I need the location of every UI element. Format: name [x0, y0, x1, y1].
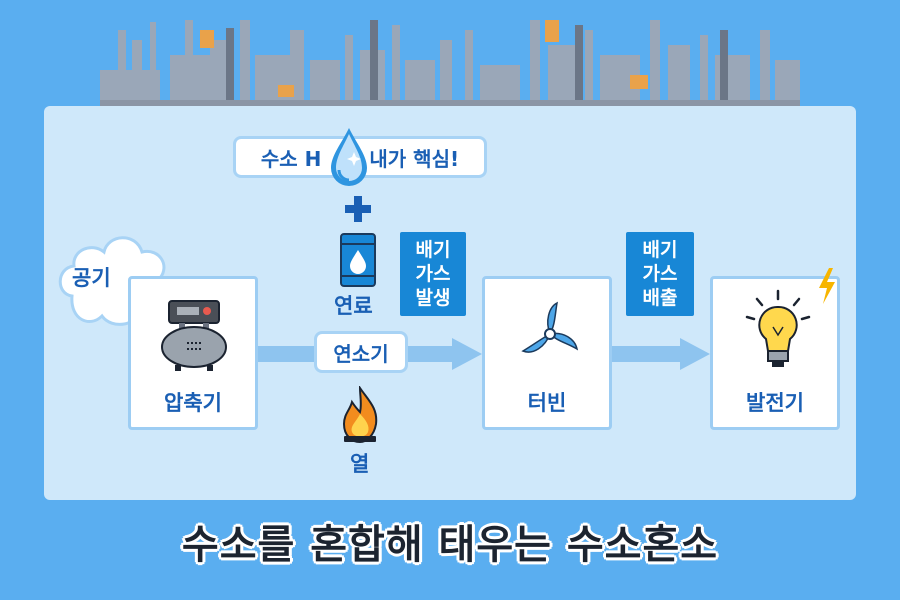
hydrogen-badge-right: 내가 핵심!: [369, 146, 460, 171]
light-bulb-icon: [745, 289, 811, 367]
exhaust-discharge-tag: 배기 가스 배출: [626, 232, 694, 316]
fuel-label: 연료: [334, 294, 373, 318]
exhaust-discharge-line-3: 배출: [642, 287, 678, 309]
exhaust-discharge-line-1: 배기: [642, 239, 678, 261]
turbine-label: 터빈: [527, 391, 567, 415]
hydrogen-badge-left: 수소 H: [260, 146, 322, 171]
turbine-icon: [521, 301, 579, 353]
compressor-label: 압축기: [164, 391, 222, 415]
exhaust-generation-line-2: 가스: [415, 263, 451, 285]
page-title: 수소를 혼합해 태우는 수소혼소: [181, 522, 719, 568]
fuel-barrel-icon: [340, 233, 376, 287]
exhaust-generation-tag: 배기 가스 발생: [400, 232, 466, 316]
exhaust-generation-line-1: 배기: [415, 239, 451, 261]
lightning-icon: [819, 268, 835, 304]
exhaust-generation-line-3: 발생: [415, 287, 451, 309]
plus-icon: [345, 196, 371, 222]
flame-icon: [342, 386, 378, 444]
combustor-pill: 연소기: [314, 331, 408, 373]
air-label: 공기: [72, 266, 111, 290]
turbine-box: 터빈: [482, 276, 612, 430]
generator-label: 발전기: [746, 391, 804, 415]
heat-label: 열: [350, 452, 370, 476]
generator-box: 발전기: [710, 276, 840, 430]
combustor-label: 연소기: [333, 341, 389, 366]
water-drop-icon: [331, 128, 367, 186]
factory-skyline: [100, 20, 800, 110]
compressor-icon: [161, 300, 227, 371]
compressor-box: 압축기: [128, 276, 258, 430]
arrow-icon: [612, 338, 710, 370]
exhaust-discharge-line-2: 가스: [642, 263, 678, 285]
